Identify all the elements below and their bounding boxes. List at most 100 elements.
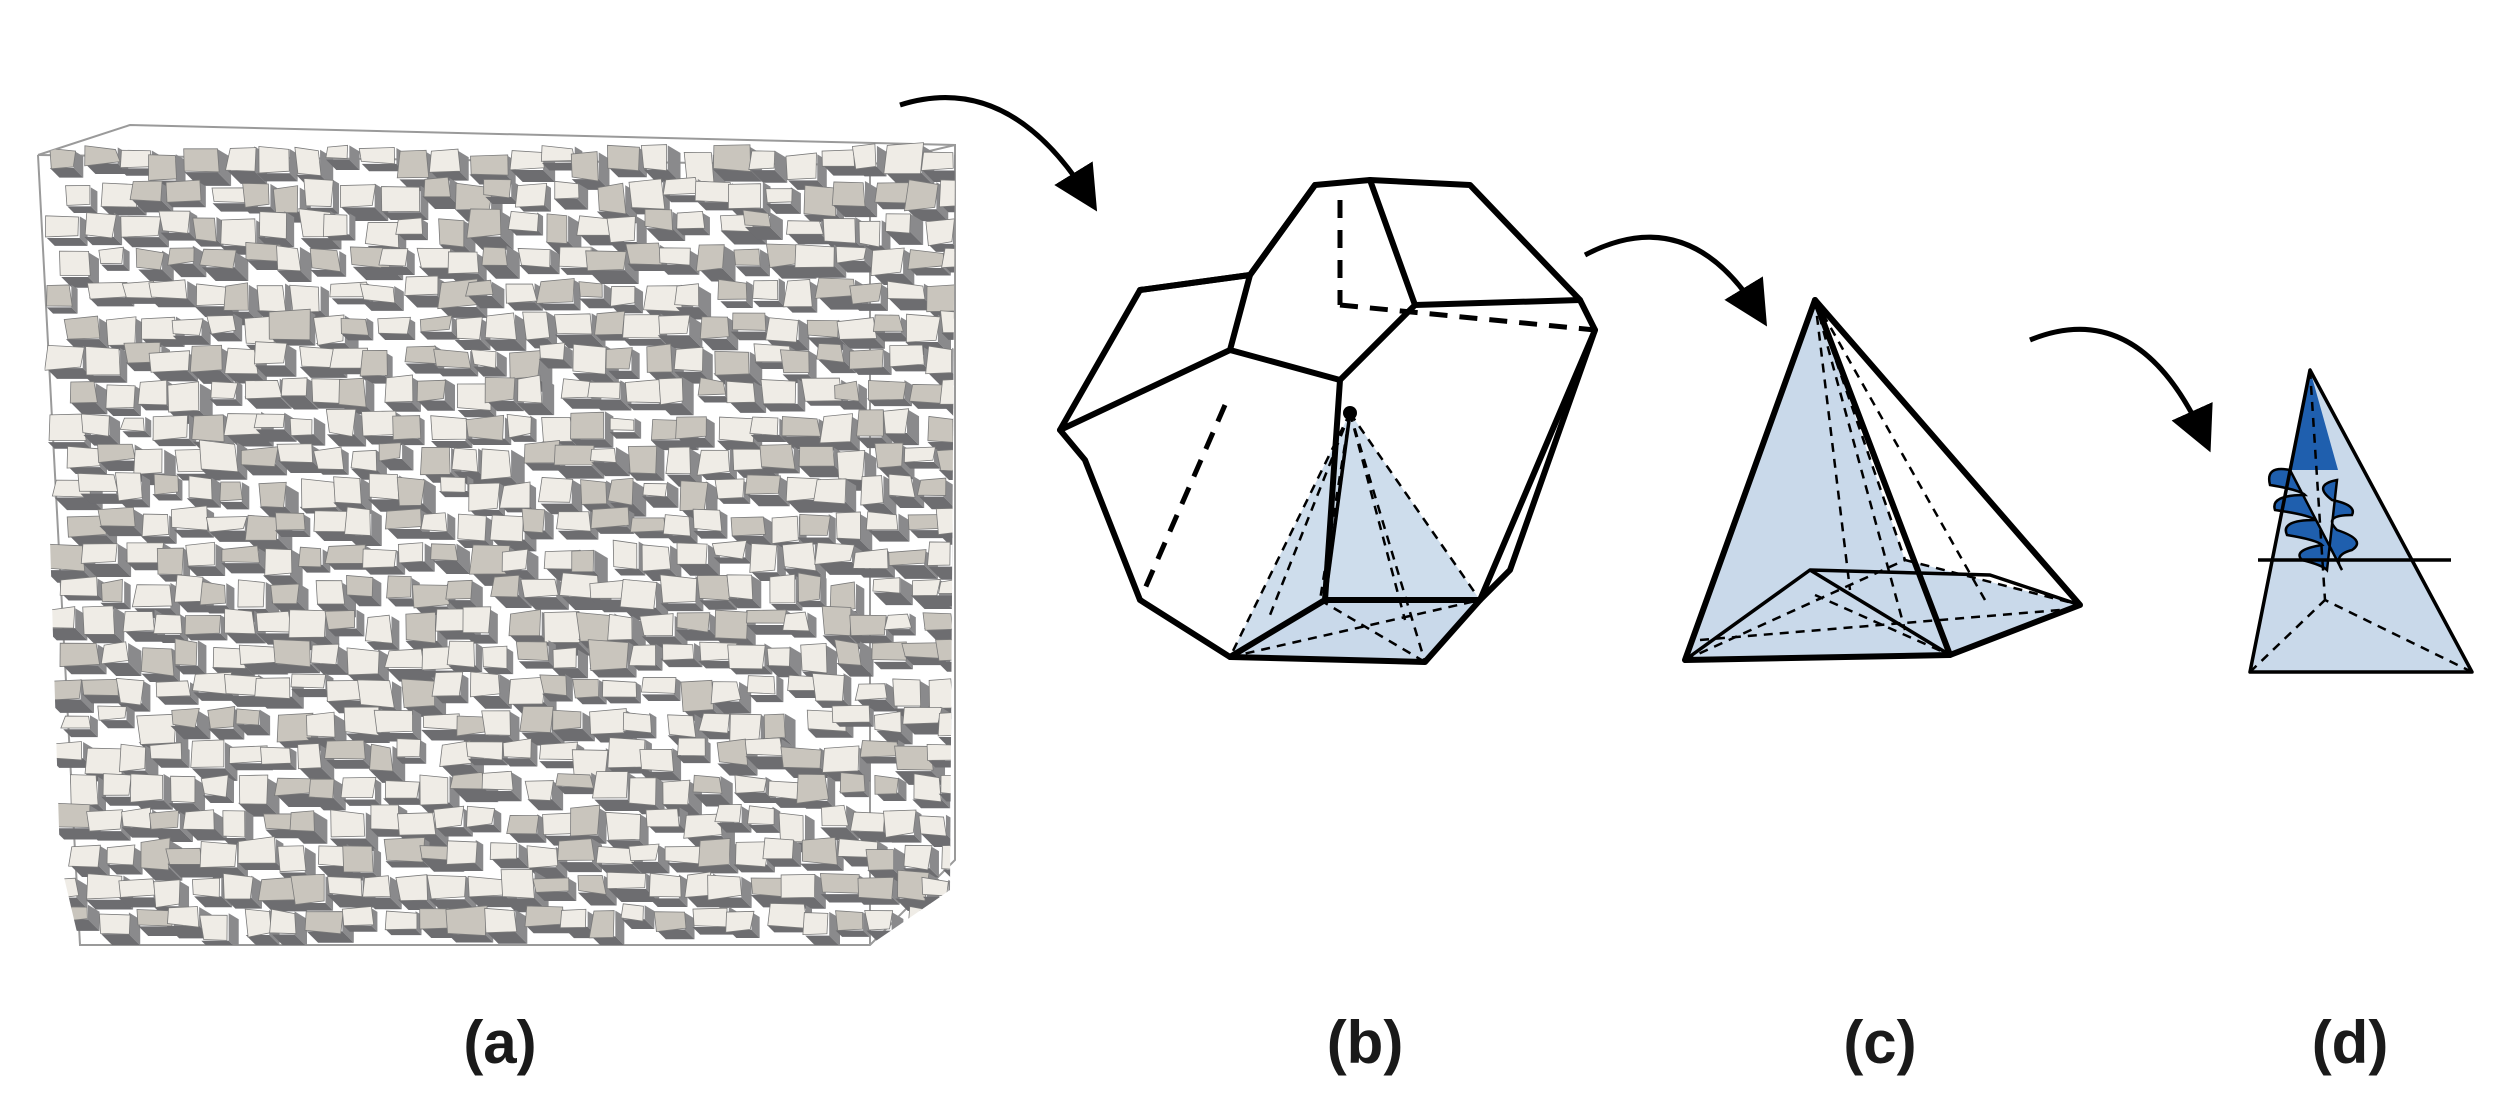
grain-side	[515, 909, 528, 944]
grain-face	[771, 515, 799, 545]
grain-face	[852, 548, 889, 570]
grain-side	[199, 182, 206, 208]
grain-face	[489, 514, 524, 542]
grain-side	[778, 278, 785, 308]
grain-face	[873, 711, 902, 733]
grain-bottom	[453, 471, 492, 485]
grain-face	[467, 876, 508, 898]
grain-side	[488, 608, 498, 644]
grain-face	[456, 383, 492, 411]
grain-bottom	[88, 297, 135, 307]
grain-face	[308, 778, 335, 799]
grain-face	[66, 515, 108, 538]
grain-face	[313, 314, 345, 346]
grain-bottom	[385, 861, 430, 868]
grain-bottom	[538, 358, 573, 369]
grain-face	[554, 313, 593, 335]
grain-face	[606, 215, 636, 243]
grain-side	[722, 245, 736, 282]
grain-bottom	[44, 628, 88, 641]
grain-face	[68, 844, 101, 868]
grain-face	[779, 349, 810, 374]
grain-face	[696, 574, 731, 601]
grain-face	[622, 314, 661, 339]
grain-face	[819, 413, 853, 444]
grain-face	[184, 614, 222, 636]
grain-face	[766, 647, 791, 667]
grain-face	[559, 908, 587, 929]
grain-face	[465, 279, 494, 297]
grain-bottom	[80, 493, 127, 504]
grain-face	[422, 713, 461, 731]
grain-side	[374, 779, 382, 806]
grain-bottom	[454, 340, 491, 351]
grain-bottom	[102, 662, 142, 677]
grain-face	[222, 873, 254, 900]
grain-face	[46, 284, 73, 307]
grain-face	[44, 679, 82, 701]
grain-bottom	[327, 628, 365, 637]
grain-bottom	[313, 663, 349, 675]
grain-face	[605, 811, 641, 841]
grain-face	[430, 415, 468, 440]
grain-face	[466, 208, 502, 239]
grain-bottom	[107, 864, 143, 875]
grain-side	[320, 149, 334, 188]
grain-face	[821, 804, 849, 827]
grain-bottom	[728, 929, 760, 938]
grain-face	[155, 680, 191, 698]
grain-face	[607, 613, 633, 641]
grain-face	[100, 182, 137, 208]
grain-bottom	[820, 894, 867, 903]
grain-face	[763, 713, 786, 740]
grain-face	[210, 381, 239, 399]
grain-bottom	[750, 434, 787, 443]
grain-side	[828, 514, 836, 545]
grain-bottom	[699, 472, 737, 480]
grain-face	[158, 210, 191, 234]
grain-side	[909, 613, 916, 636]
grain-side	[71, 284, 78, 314]
grain-face	[535, 278, 575, 304]
grain-face	[199, 248, 237, 270]
grain-face	[446, 640, 475, 668]
grain-side	[858, 383, 867, 410]
grain-bottom	[52, 828, 101, 840]
grain-side	[511, 449, 525, 492]
grain-face	[507, 676, 546, 705]
grain-face	[692, 508, 723, 532]
grain-side	[378, 649, 389, 684]
grain-face	[922, 612, 954, 631]
grain-face	[59, 250, 91, 276]
grain-face	[849, 282, 883, 305]
grain-side	[515, 314, 527, 351]
grain-face	[185, 541, 215, 567]
grain-face	[223, 282, 249, 311]
grain-face	[578, 281, 603, 298]
grain-side	[859, 641, 874, 677]
grain-bottom	[886, 629, 916, 636]
grain-face	[120, 215, 162, 238]
grain-bottom	[701, 338, 739, 351]
grain-face	[556, 511, 592, 532]
grain-face	[903, 446, 936, 463]
panel-label-a: (a)	[463, 1009, 536, 1076]
grain-bottom	[227, 171, 268, 184]
grain-bottom	[746, 624, 794, 635]
grain-bottom	[587, 270, 639, 285]
grain-face	[224, 347, 259, 375]
grain-face	[324, 610, 356, 630]
grain-face	[140, 837, 171, 871]
grain-face	[752, 280, 779, 301]
grain-face	[289, 417, 313, 437]
grain-face	[927, 541, 951, 566]
grain-face	[171, 707, 200, 729]
grain-side	[967, 451, 977, 481]
grain-bottom	[46, 238, 88, 246]
grain-bottom	[522, 530, 554, 540]
grain-bottom	[525, 924, 570, 934]
grain-face	[851, 143, 877, 170]
grain-face	[854, 683, 888, 701]
grain-face	[368, 473, 400, 501]
grain-side	[313, 417, 326, 446]
